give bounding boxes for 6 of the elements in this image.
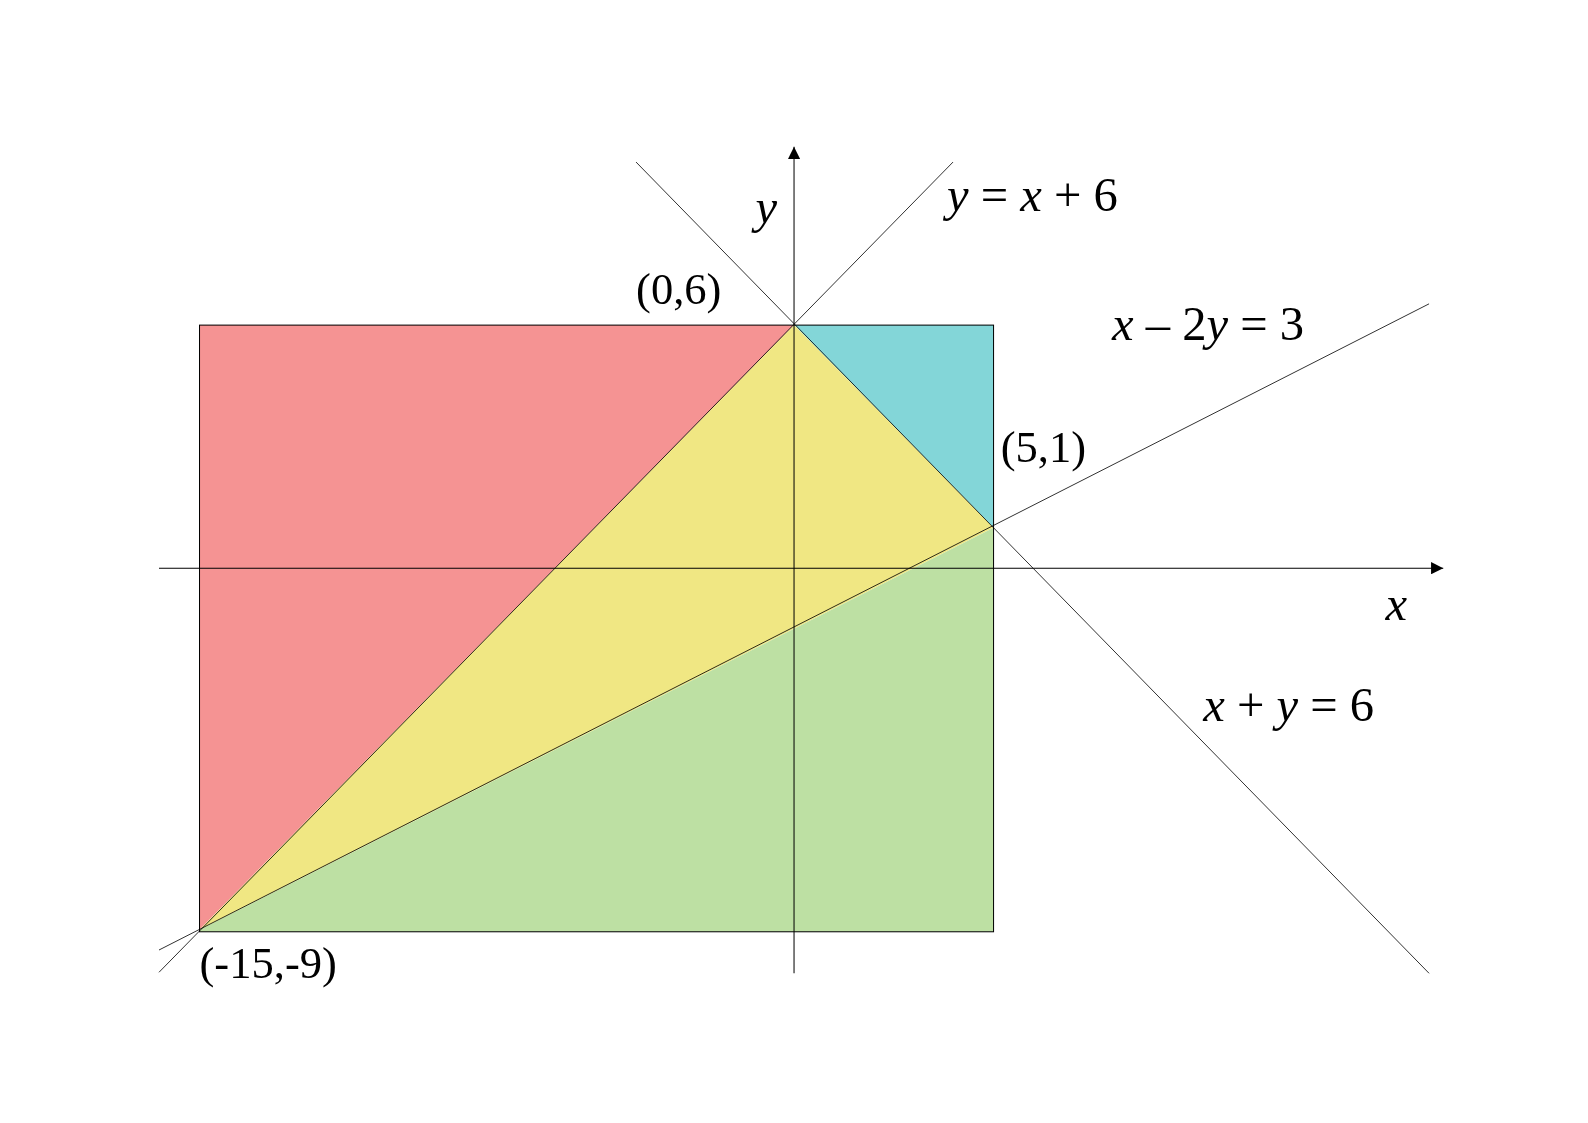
axis-label: x [1385, 579, 1408, 628]
point-label: (0,6) [636, 267, 722, 312]
equation-label: x – 2y = 3 [1112, 299, 1305, 349]
point-label: (-15,-9) [199, 941, 337, 987]
point-label: (5,1) [1000, 425, 1087, 470]
equation-label: x + y = 6 [1203, 680, 1375, 730]
